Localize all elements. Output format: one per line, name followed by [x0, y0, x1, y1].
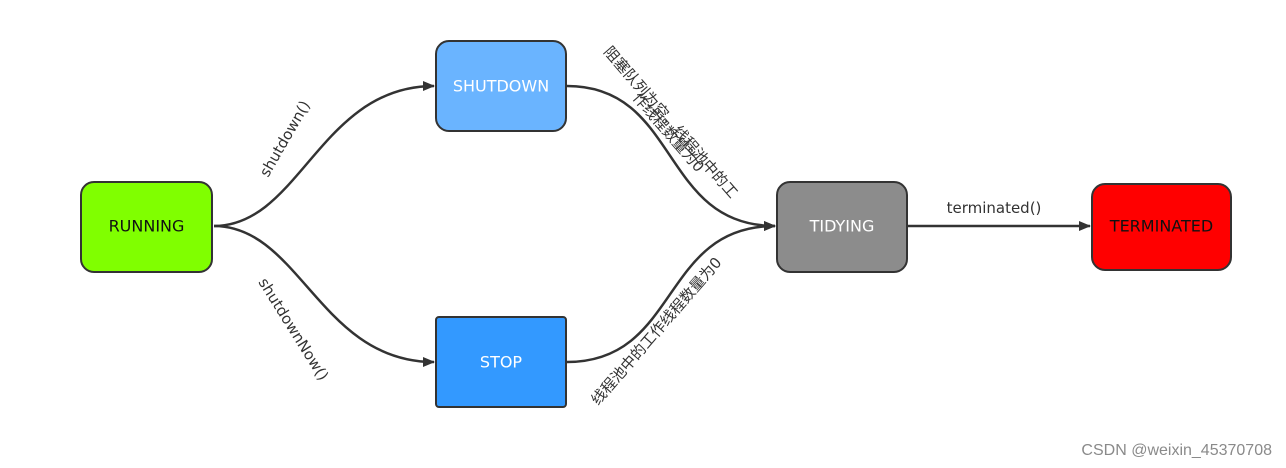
node-stop-label: STOP [480, 353, 523, 372]
node-tidying: TIDYING [776, 181, 908, 273]
node-shutdown: SHUTDOWN [435, 40, 567, 132]
node-stop: STOP [435, 316, 567, 408]
edge-label-shutdown-now: shutdownNow() [255, 275, 333, 384]
edge-label-workers-zero: 线程池中的工作线程数量为0 [587, 254, 725, 409]
node-running: RUNNING [80, 181, 213, 273]
node-tidying-label: TIDYING [809, 217, 875, 236]
node-terminated: TERMINATED [1091, 183, 1232, 271]
edge-running-to-stop [213, 224, 435, 367]
node-terminated-label: TERMINATED [1109, 217, 1213, 236]
node-running-label: RUNNING [109, 217, 185, 236]
watermark: CSDN @weixin_45370708 [1081, 442, 1272, 459]
edge-shutdown-to-tidying [566, 84, 776, 231]
edge-running-to-shutdown [213, 81, 435, 228]
node-shutdown-label: SHUTDOWN [453, 77, 549, 96]
edge-label-terminated: terminated() [947, 199, 1042, 217]
edge-label-queue-empty-line2: 作线程数量为0 [629, 89, 708, 176]
edge-stop-to-tidying [566, 221, 776, 364]
